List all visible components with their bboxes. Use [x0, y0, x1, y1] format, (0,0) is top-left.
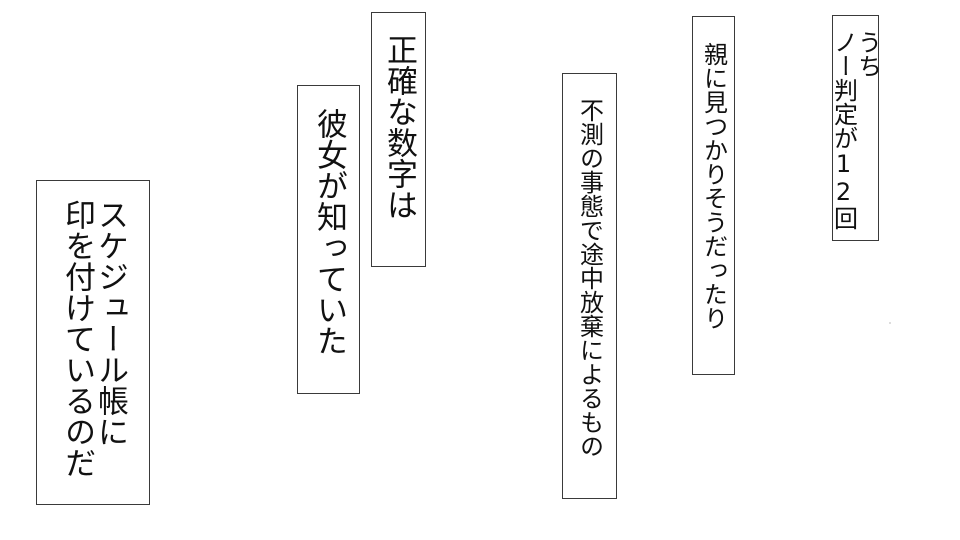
speech-box-4: 正確な数字は — [371, 12, 426, 267]
speech-line: うち — [853, 30, 882, 78]
speech-box-5: 彼女が知っていた — [297, 85, 360, 394]
speech-line: 正確な数字は — [381, 34, 417, 220]
speech-box-6: スケジュール帳に 印を付けているのだ — [36, 180, 150, 505]
speech-line: 彼女が知っていた — [311, 108, 347, 356]
speech-line: 親に見つかりそうだったり — [699, 42, 728, 330]
speech-line: 印を付けているのだ — [59, 199, 95, 478]
speech-line: ノー判定が12回 — [829, 30, 858, 230]
stray-dot — [889, 322, 891, 324]
speech-box-1: うち ノー判定が12回 — [829, 15, 882, 241]
speech-line: スケジュール帳に — [92, 199, 128, 447]
speech-line: 不測の事態で途中放棄によるもの — [575, 98, 604, 458]
speech-box-3: 不測の事態で途中放棄によるもの — [562, 73, 617, 499]
speech-box-2: 親に見つかりそうだったり — [692, 16, 735, 375]
